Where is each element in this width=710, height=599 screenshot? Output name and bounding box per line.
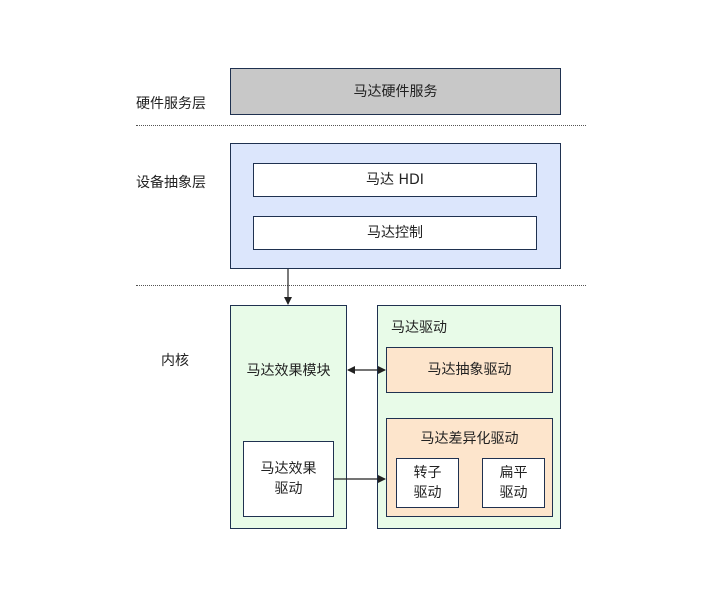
motor-abstract-driver-box: 马达抽象驱动	[386, 347, 553, 393]
motor-control-label: 马达控制	[367, 225, 423, 241]
rotor-driver-line1: 转子	[413, 465, 442, 481]
motor-effect-module-label: 马达效果模块	[246, 363, 331, 379]
layer-separator-top	[136, 125, 586, 126]
motor-diff-driver-label: 马达差异化驱动	[420, 431, 519, 447]
motor-hdi-box: 马达 HDI	[253, 163, 537, 197]
motor-hdi-label: 马达 HDI	[366, 172, 424, 188]
flat-driver-line2: 驱动	[499, 485, 528, 501]
layer-label-device-abstraction: 设备抽象层	[136, 175, 206, 191]
motor-hardware-service-label: 马达硬件服务	[353, 83, 438, 100]
layer-label-hardware-service: 硬件服务层	[136, 96, 206, 112]
flat-driver-box: 扁平 驱动	[482, 458, 545, 508]
layer-separator-bottom	[136, 285, 586, 286]
motor-control-box: 马达控制	[253, 216, 537, 250]
motor-diff-driver-title: 马达差异化驱动	[388, 428, 551, 450]
flat-driver-line1: 扁平	[499, 465, 528, 481]
motor-effect-driver-box: 马达效果 驱动	[243, 441, 334, 517]
motor-hardware-service-box: 马达硬件服务	[230, 68, 561, 115]
motor-effect-driver-line1: 马达效果	[260, 461, 317, 477]
motor-abstract-driver-label: 马达抽象驱动	[427, 362, 512, 378]
rotor-driver-line2: 驱动	[413, 485, 442, 501]
motor-effect-driver-line2: 驱动	[274, 481, 303, 497]
motor-effect-module-title: 马达效果模块	[232, 360, 345, 382]
motor-driver-title: 马达驱动	[391, 320, 447, 336]
rotor-driver-box: 转子 驱动	[396, 458, 459, 508]
layer-label-kernel: 内核	[161, 353, 189, 369]
